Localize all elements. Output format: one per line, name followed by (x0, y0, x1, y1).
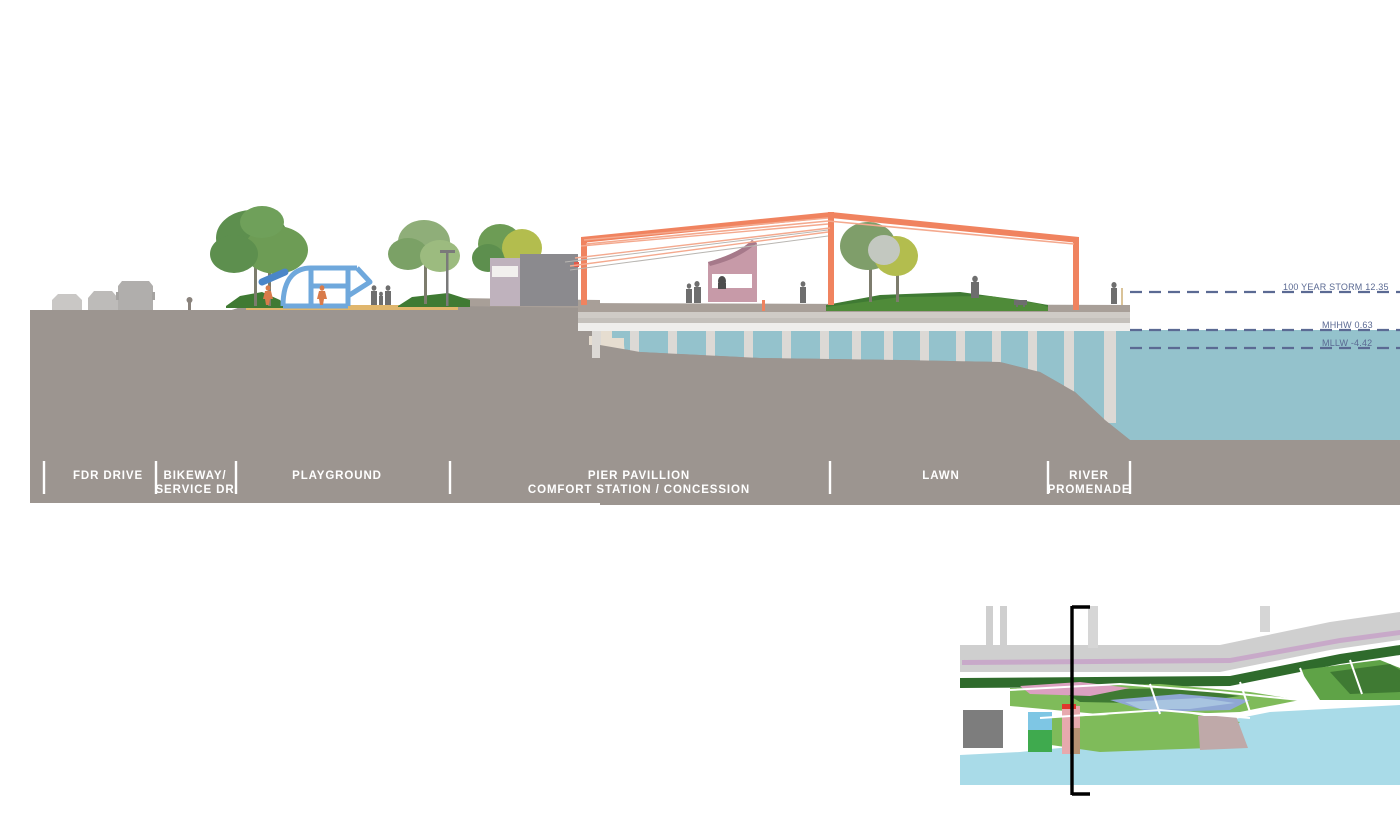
comfort-station-mass (520, 254, 578, 306)
keyplan-promenade-path (962, 630, 1400, 665)
figure-jogger-1 (263, 285, 273, 305)
figure-family-adult (371, 285, 377, 305)
truck-mirror (152, 292, 155, 300)
pier-deck-edge (578, 318, 1130, 323)
zone-label-river-promenade-line2: PROMENADE (1048, 484, 1131, 496)
tree-group-playground-west (210, 206, 308, 306)
keyplan-building-blue (1028, 712, 1052, 732)
keyplan-ramp (986, 606, 993, 648)
keyplan-paths (1009, 659, 1363, 719)
pavilion-column-east (1073, 237, 1079, 310)
keyplan-park-green-east-dark (1330, 664, 1400, 694)
pier-pavilion-frame (564, 212, 1079, 310)
figure-plaza-2 (694, 281, 701, 303)
keyplan-marker-red (1062, 704, 1076, 709)
tree-group-playground-east (388, 220, 460, 304)
car-2 (88, 291, 118, 310)
kiosk-attendant-body (718, 283, 726, 289)
figure-family-child (379, 291, 383, 305)
mllw-level-label: MLLW -4.42 (1322, 338, 1372, 348)
zone-label-pier-pavilion-line1: PIER PAVILLION (588, 470, 690, 482)
pavilion-far-rafter (585, 220, 1075, 245)
storm-level-label: 100 YEAR STORM 12.35 (1283, 282, 1389, 292)
pier-piles (592, 323, 1116, 423)
figure-family-adult-2 (385, 285, 391, 305)
tree-group-lawn (840, 222, 918, 302)
keyplan-highway (960, 612, 1400, 672)
berm-planting-right (398, 293, 470, 307)
zone-label-playground: PLAYGROUND (292, 470, 382, 482)
keyplan-tree-line (960, 645, 1400, 688)
lawn-slope-highlight (826, 296, 1048, 311)
tree-canopy (210, 235, 258, 273)
car-1 (52, 294, 82, 310)
figure-promenade-2 (1111, 282, 1117, 304)
zone-label-bikeway-line1: BIKEWAY/ (163, 470, 226, 482)
human-figures (263, 275, 1117, 305)
tree-canopy (388, 238, 428, 270)
playground-climbing-structure (280, 265, 373, 309)
keyplan-channel-light (1125, 698, 1235, 709)
figure-plaza-1 (686, 283, 692, 303)
keyplan-ramp (1000, 606, 1007, 648)
zone-label-lawn: LAWN (922, 470, 959, 482)
tree-trunk (869, 258, 872, 302)
water-level-lines (1130, 290, 1400, 350)
pavilion-column-center (828, 212, 834, 305)
vehicle-group-fdr (52, 281, 155, 310)
keyplan-ramp (1260, 606, 1270, 632)
zone-label-fdr-drive: FDR DRIVE (73, 470, 143, 482)
playground-slide (258, 268, 289, 286)
pavilion-guide-lines (564, 229, 829, 271)
figure-jogger-2 (317, 285, 327, 305)
truck-mirror (116, 292, 119, 300)
street-post (186, 297, 193, 310)
comfort-station-window (492, 266, 518, 277)
keyplan-lawn (1030, 712, 1240, 752)
keyplan-building-gray (963, 710, 1003, 748)
pavilion-column-west (581, 237, 587, 305)
playground-surface-path (246, 305, 458, 310)
pavilion-roof-beam (581, 212, 1079, 243)
tree-canopy (420, 240, 460, 272)
zone-label-bikeway-line2: SERVICE DR (155, 484, 234, 496)
keyplan-building-tan (1070, 728, 1080, 754)
light-pole (440, 250, 455, 306)
keyplan-pier (1198, 716, 1248, 750)
figure-lawn-1 (971, 275, 979, 298)
pier-underside-shadow (578, 323, 1130, 331)
keyplan-river-lower (960, 755, 1400, 785)
tree-canopy (244, 226, 308, 274)
pier-structure (578, 310, 1130, 423)
zone-label-pier-pavilion-line2: COMFORT STATION / CONCESSION (528, 484, 750, 496)
zone-label-river-promenade-line1: RIVER (1069, 470, 1109, 482)
tree-trunk (896, 264, 899, 302)
key-plan-inset (960, 605, 1400, 796)
comfort-station-wall (490, 258, 520, 306)
riverbed-ground (600, 345, 1400, 505)
truck-1 (118, 281, 153, 310)
pavilion-perspective-lines (569, 217, 831, 267)
tree-trunk (424, 252, 427, 304)
tree-trunk (254, 250, 257, 306)
comfort-station-building (490, 254, 579, 306)
deck-bollard (762, 300, 765, 311)
figure-promenade-1 (800, 281, 806, 303)
upland-ground (30, 304, 600, 503)
zone-tick-marks (42, 461, 1132, 494)
mhhw-level-label: MHHW 0.63 (1322, 320, 1373, 330)
keyplan-building-green (1028, 730, 1052, 752)
tree-canopy (240, 206, 284, 238)
lawn-bench (1014, 300, 1027, 307)
pier-deck-slab (578, 310, 1130, 320)
tree-canopy (868, 235, 900, 265)
keyplan-ramp (1088, 606, 1098, 648)
keyplan-section-cut (1070, 605, 1090, 796)
